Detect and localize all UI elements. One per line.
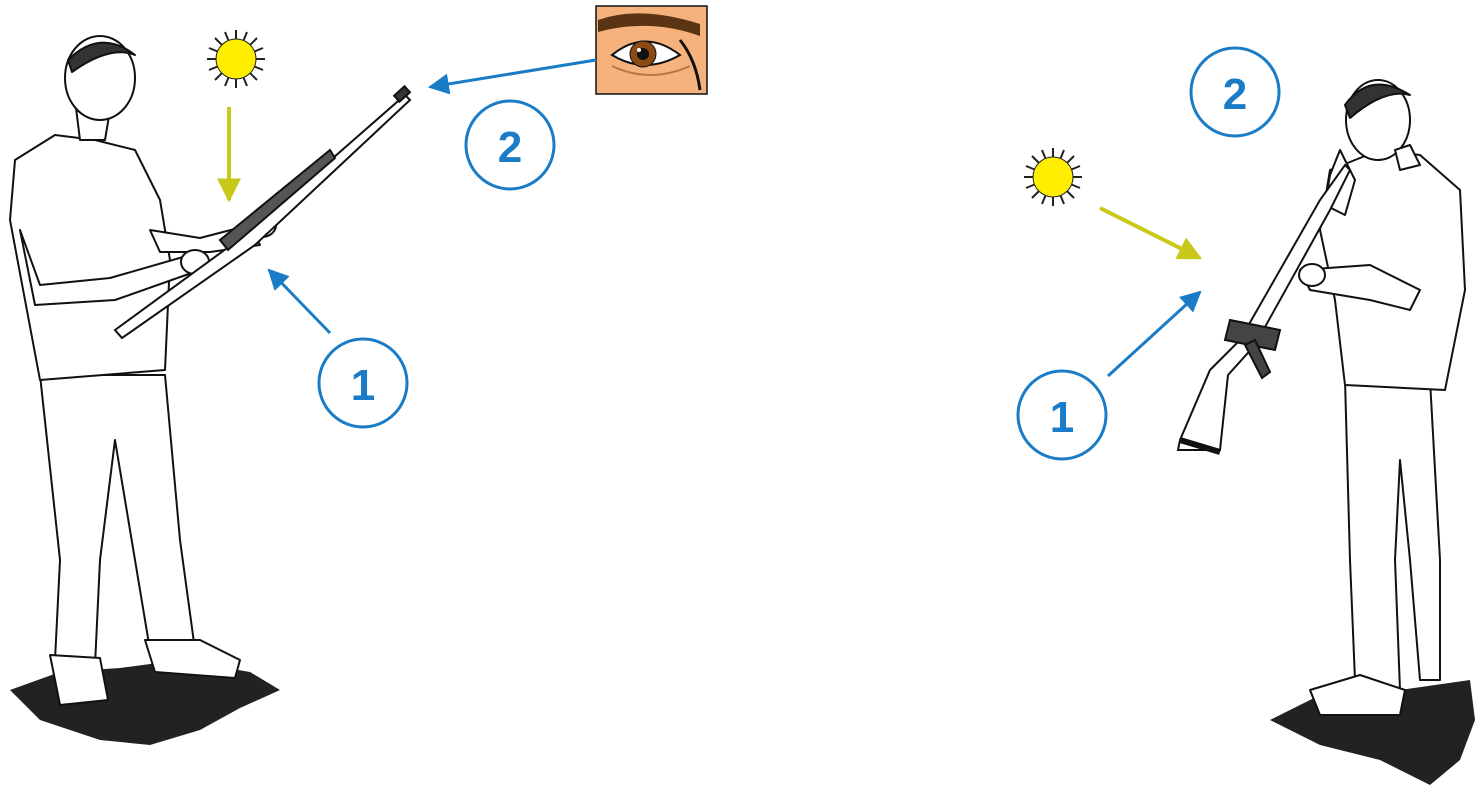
callout-right-1: 1: [1016, 369, 1108, 461]
callout-left-1: 1: [317, 337, 409, 429]
rifle-icon-left: [113, 84, 412, 340]
light-arrow-right: [1099, 206, 1203, 260]
callout-arrow-left-1: [267, 268, 332, 335]
callout-left-1-label: 1: [351, 361, 375, 410]
rifle-icon-right: [1176, 163, 1352, 455]
callout-right-1-label: 1: [1050, 393, 1074, 442]
ground-shadow-left: [10, 660, 280, 745]
sun-icon-right: [1024, 148, 1082, 206]
right-figure: [1270, 79, 1475, 785]
callout-arrow-left-2: [427, 58, 597, 95]
callout-left-2-label: 2: [498, 123, 522, 172]
callout-left-2: 2: [464, 99, 556, 191]
callout-right-2: 2: [1189, 46, 1281, 138]
sun-icon-left: [207, 30, 265, 88]
callout-right-2-label: 2: [1223, 70, 1247, 119]
eye-icon: [595, 5, 708, 95]
left-figure: [9, 35, 280, 745]
callout-arrow-right-1: [1106, 290, 1202, 378]
